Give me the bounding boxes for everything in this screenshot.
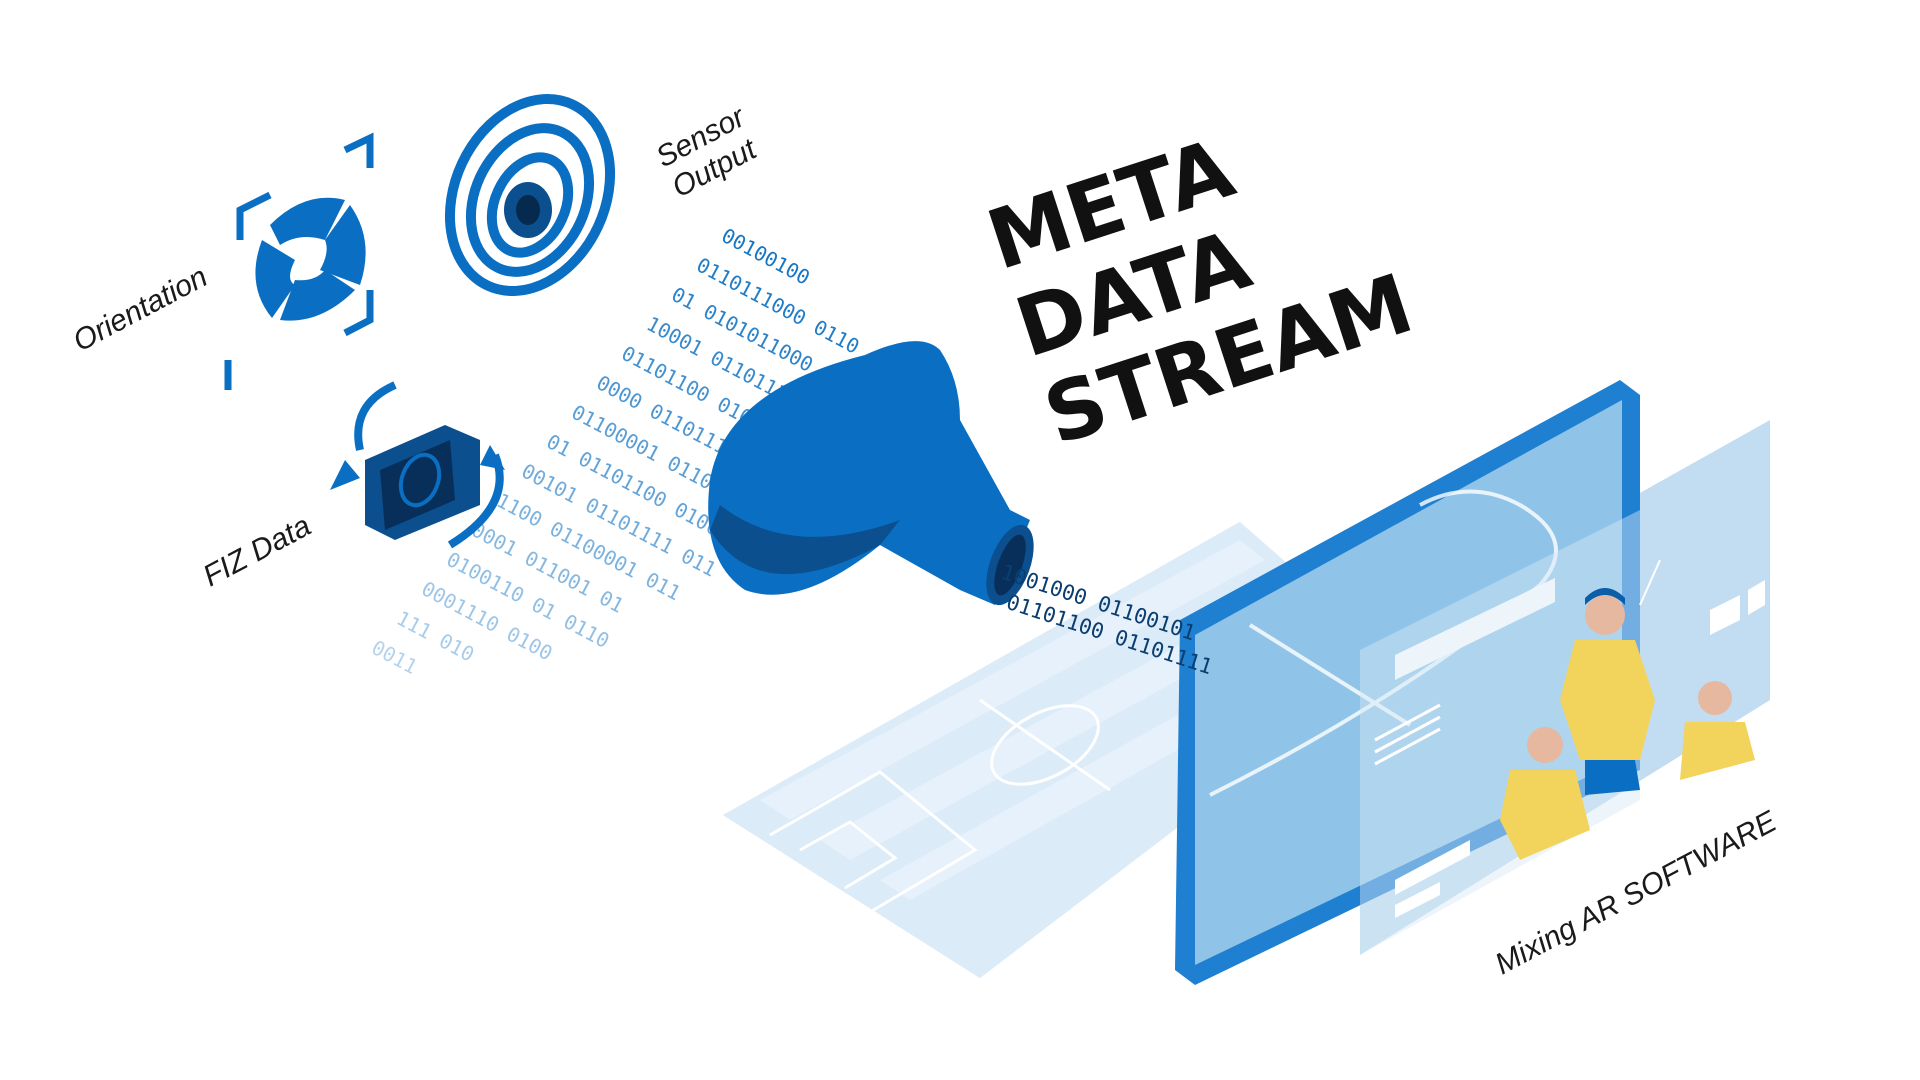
orientation-icon bbox=[224, 132, 374, 390]
player-center bbox=[1560, 588, 1655, 795]
funnel bbox=[708, 341, 1034, 606]
page-title: META DATA STREAM bbox=[977, 121, 1424, 464]
ar-glass-panel bbox=[1360, 510, 1661, 955]
sensor-output-icon bbox=[444, 93, 616, 297]
sensor-output-label: Sensor Output bbox=[651, 96, 774, 204]
binary-line: 0011 bbox=[368, 635, 422, 679]
orientation-label: Orientation bbox=[68, 260, 213, 358]
fiz-camera-icon bbox=[330, 381, 505, 549]
player-left bbox=[1500, 727, 1590, 860]
player-right bbox=[1680, 681, 1755, 780]
soccer-players bbox=[1500, 588, 1755, 860]
fiz-data-label: FIZ Data bbox=[198, 509, 317, 593]
monitor bbox=[1175, 380, 1640, 985]
